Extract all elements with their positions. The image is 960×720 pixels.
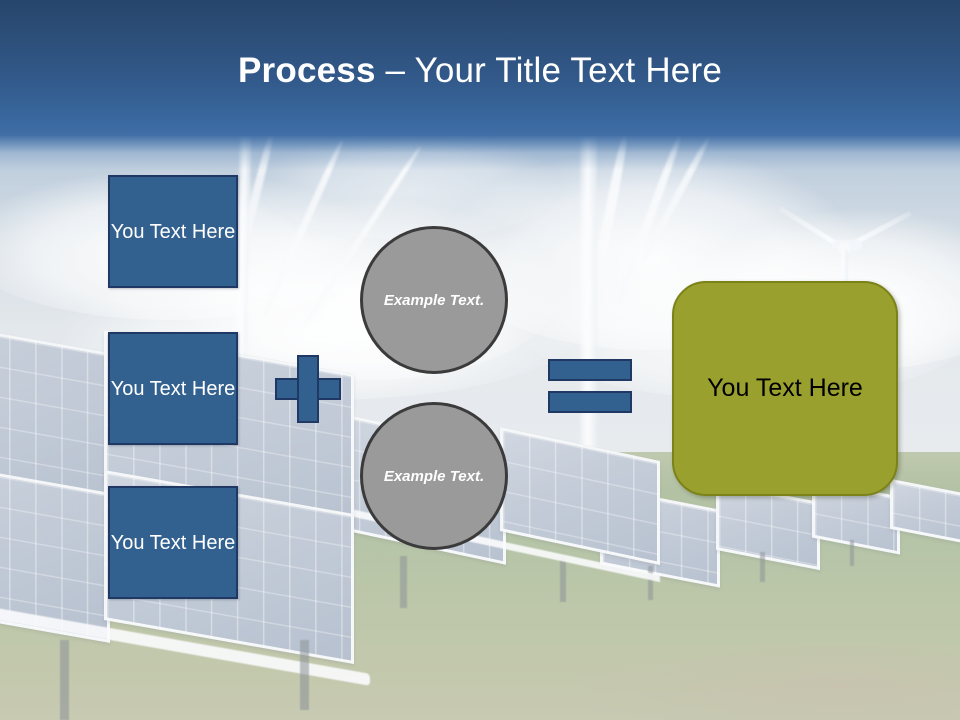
input-text-box-3[interactable]: You Text Here xyxy=(108,486,238,599)
page-title-bold: Process xyxy=(238,51,376,90)
equals-sign-icon xyxy=(548,359,632,413)
example-circle-1[interactable]: Example Text. xyxy=(360,226,508,374)
equals-bottom-bar xyxy=(548,391,632,413)
plus-center-fill xyxy=(299,380,317,398)
result-text-box-label: You Text Here xyxy=(707,374,863,402)
example-circle-1-label: Example Text. xyxy=(383,291,485,309)
page-title: Process – Your Title Text Here xyxy=(0,50,960,92)
dirt-patch xyxy=(560,640,960,720)
input-text-box-3-label: You Text Here xyxy=(110,531,236,554)
input-text-box-1[interactable]: You Text Here xyxy=(108,175,238,288)
input-text-box-1-label: You Text Here xyxy=(110,220,236,243)
title-banner xyxy=(0,0,960,136)
plus-sign-icon xyxy=(275,355,341,423)
result-text-box[interactable]: You Text Here xyxy=(672,281,898,496)
example-circle-2[interactable]: Example Text. xyxy=(360,402,508,550)
page-title-rest: – Your Title Text Here xyxy=(375,51,722,90)
input-text-box-2-label: You Text Here xyxy=(110,377,236,400)
title-banner-fade xyxy=(0,136,960,170)
example-circle-2-label: Example Text. xyxy=(383,467,485,485)
input-text-box-2[interactable]: You Text Here xyxy=(108,332,238,445)
equals-top-bar xyxy=(548,359,632,381)
